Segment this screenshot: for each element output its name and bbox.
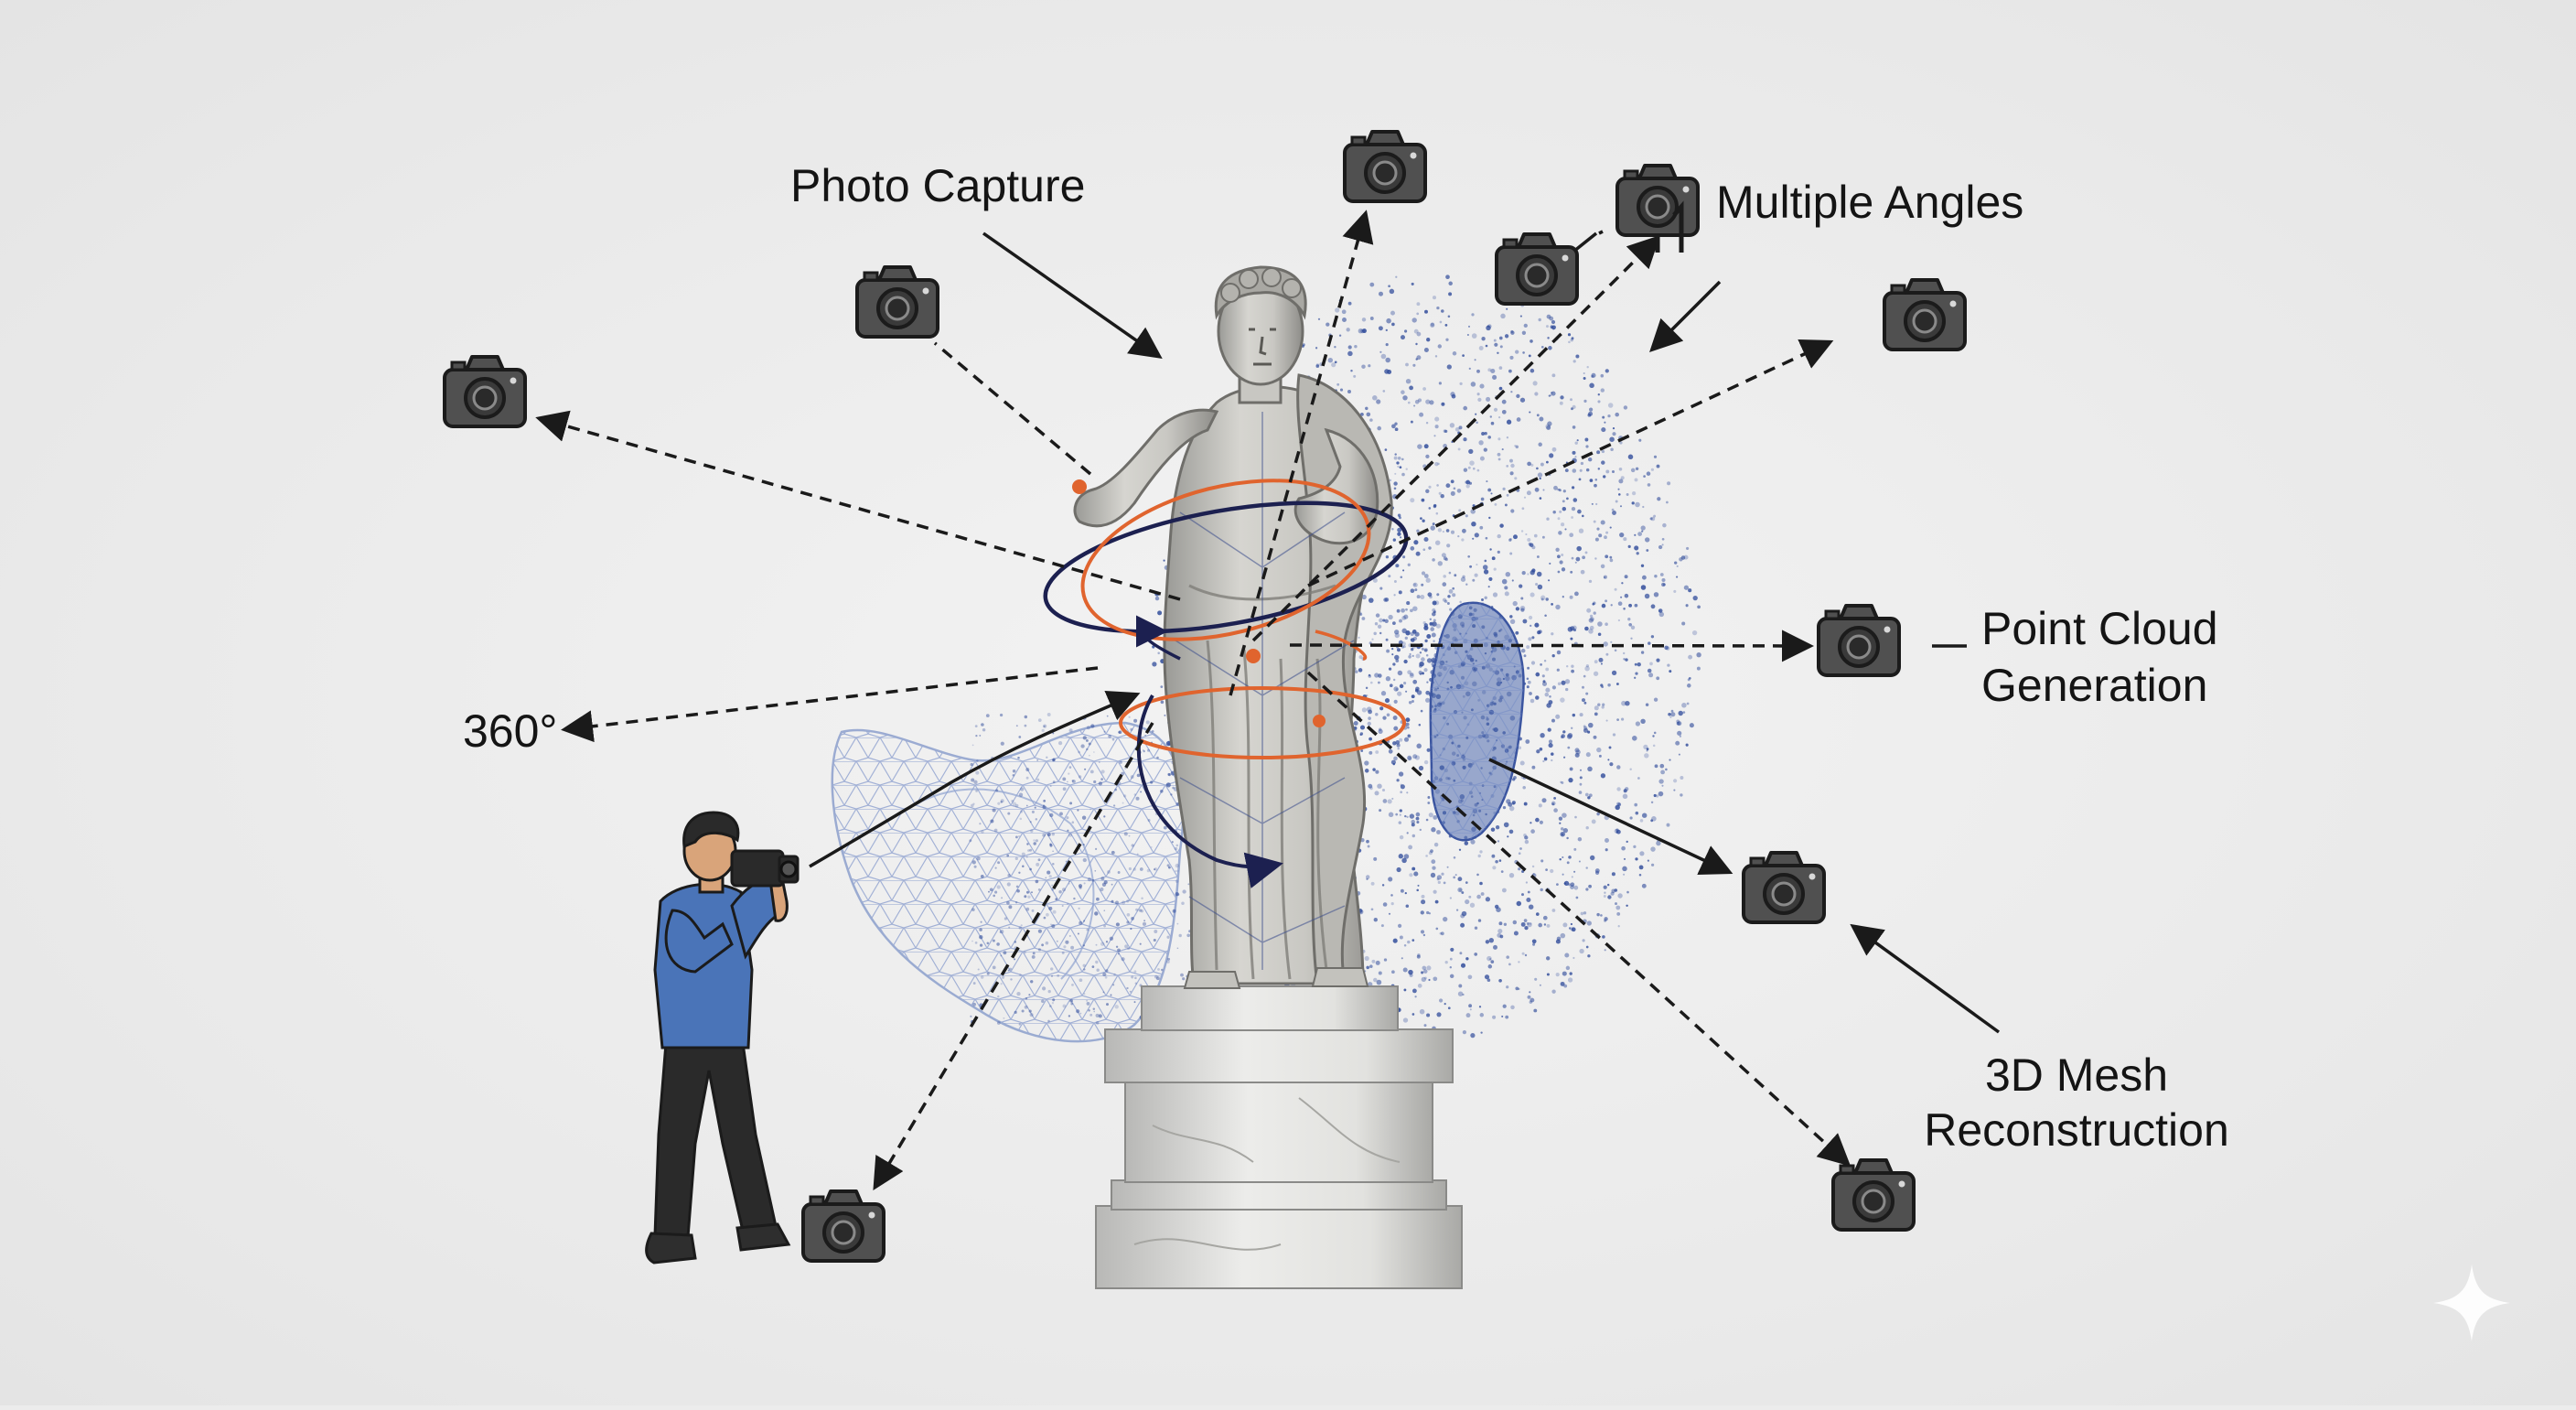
ray-multiple-angles-camera — [1251, 235, 1660, 642]
statue-mesh-overlay — [1175, 412, 1355, 970]
camera-icon — [801, 1189, 886, 1263]
camera-icon — [1817, 604, 1901, 677]
camera-icon — [1883, 278, 1967, 351]
mesh-label-line2: Reconstruction — [1924, 1104, 2229, 1156]
wireframe-mesh — [831, 721, 1185, 1043]
pedestal — [1095, 985, 1463, 1289]
ray-bottom-right-camera — [1306, 671, 1852, 1167]
camera-icon — [1343, 130, 1427, 203]
photographer-figure — [645, 811, 800, 1265]
ray-left-camera — [535, 410, 1181, 601]
point-cloud-label-line1: Point Cloud — [1981, 603, 2218, 654]
orbit-rings — [1043, 479, 1409, 888]
camera-icon — [1831, 1158, 1916, 1232]
camera-group — [443, 130, 1967, 1263]
photo-capture-label: Photo Capture — [790, 160, 1086, 211]
camera-icon — [855, 265, 939, 339]
ray-360 — [561, 666, 1099, 743]
ray-right-top-camera — [1307, 339, 1834, 587]
ray-point-cloud-camera — [1289, 630, 1814, 662]
point-cloud-label-line2: Generation — [1981, 660, 2208, 711]
ray-upper-left-camera — [933, 341, 1092, 476]
ray-top-camera — [1229, 210, 1374, 696]
degrees-label: 360° — [463, 705, 558, 757]
camera-icon — [443, 355, 527, 428]
sparkle-watermark-icon — [2433, 1265, 2510, 1341]
multiple-angles-label: Multiple Angles — [1716, 177, 2024, 228]
camera-ray-arrows — [535, 210, 1852, 1191]
camera-icon — [1495, 232, 1579, 306]
camera-icon — [1742, 851, 1826, 924]
point-cloud-mesh — [1429, 601, 1525, 842]
annotation-arrows — [809, 230, 2001, 1034]
mesh-label-line1: 3D Mesh — [1984, 1049, 2169, 1101]
ray-bottom-left-camera — [873, 722, 1154, 1191]
camera-icon — [1615, 164, 1700, 237]
